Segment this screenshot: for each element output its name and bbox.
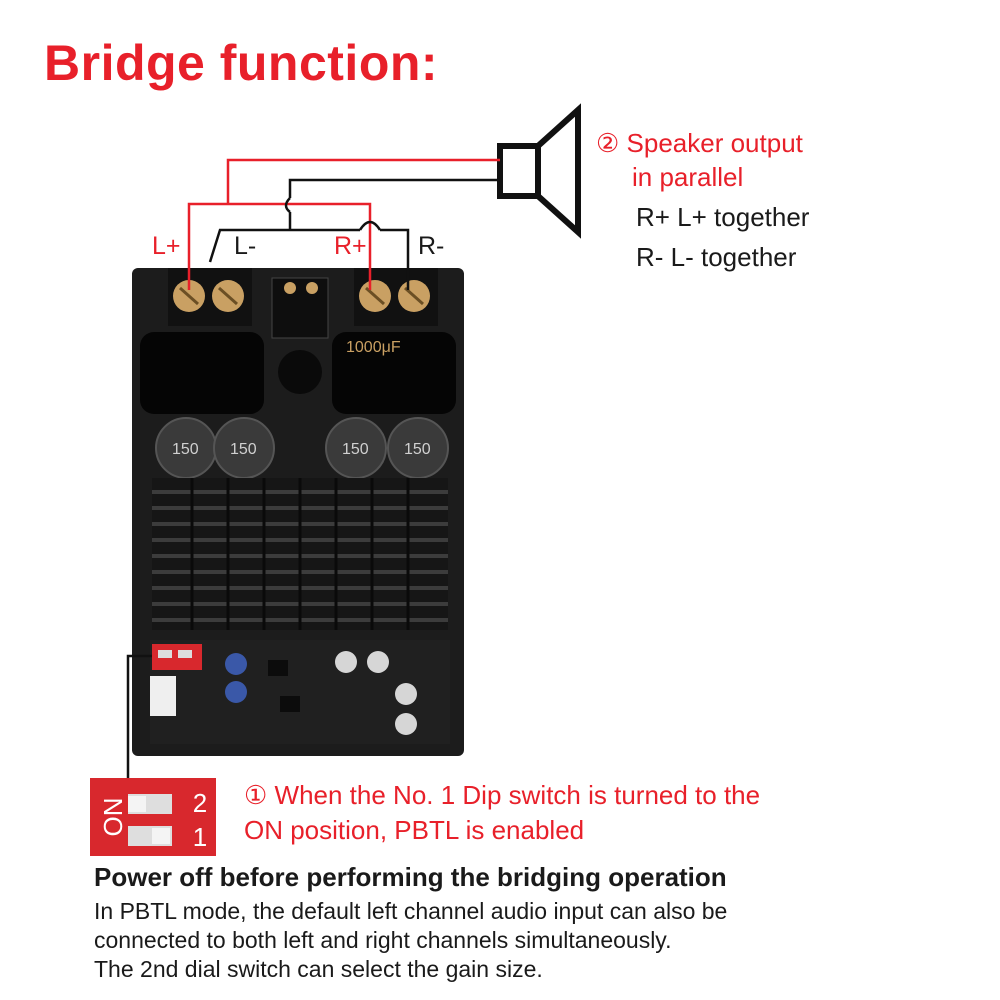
together-note-positive: R+ L+ together — [636, 202, 810, 232]
svg-text:150: 150 — [342, 441, 369, 458]
left-capacitor — [140, 332, 264, 414]
dip-on-label: ON — [98, 798, 128, 837]
dip-note-line1: ① When the No. 1 Dip switch is turned to… — [244, 780, 761, 810]
speaker-icon — [497, 103, 581, 239]
terminal-label-r-minus: R- — [418, 232, 445, 260]
speaker-note-line2: in parallel — [632, 162, 744, 192]
svg-text:150: 150 — [404, 441, 431, 458]
together-note-negative: R- L- together — [636, 242, 797, 272]
dip-num-2: 2 — [193, 788, 207, 818]
body-text-line2: connected to both left and right channel… — [94, 927, 672, 953]
voltage-regulator — [278, 350, 322, 394]
terminal-label-l-minus: L- — [234, 232, 257, 260]
body-text-line1: In PBTL mode, the default left channel a… — [94, 898, 728, 924]
lower-board-components — [150, 640, 450, 744]
dip-note-line2: ON position, PBTL is enabled — [244, 815, 585, 845]
svg-text:150: 150 — [230, 441, 257, 458]
right-capacitor — [332, 332, 456, 414]
power-connector — [271, 277, 329, 339]
body-text-line3: The 2nd dial switch can select the gain … — [94, 956, 543, 982]
dip-switch-zoom: ON 2 1 — [90, 778, 216, 856]
terminal-label-l-plus: L+ — [152, 232, 181, 260]
capacitor-label: 1000μF — [346, 339, 401, 356]
page-title: Bridge function: — [44, 35, 439, 91]
right-terminal-block — [354, 268, 438, 326]
negative-wiring — [208, 178, 500, 290]
terminal-label-r-plus: R+ — [334, 232, 367, 260]
dip-num-1: 1 — [193, 822, 207, 852]
speaker-note-line1: ② Speaker output — [596, 128, 803, 158]
svg-text:150: 150 — [172, 441, 199, 458]
dip-leader-line — [126, 654, 152, 780]
positive-wiring — [187, 158, 500, 290]
warning-heading: Power off before performing the bridging… — [94, 862, 727, 892]
heatsink — [152, 478, 448, 630]
left-terminal-block — [168, 268, 252, 326]
